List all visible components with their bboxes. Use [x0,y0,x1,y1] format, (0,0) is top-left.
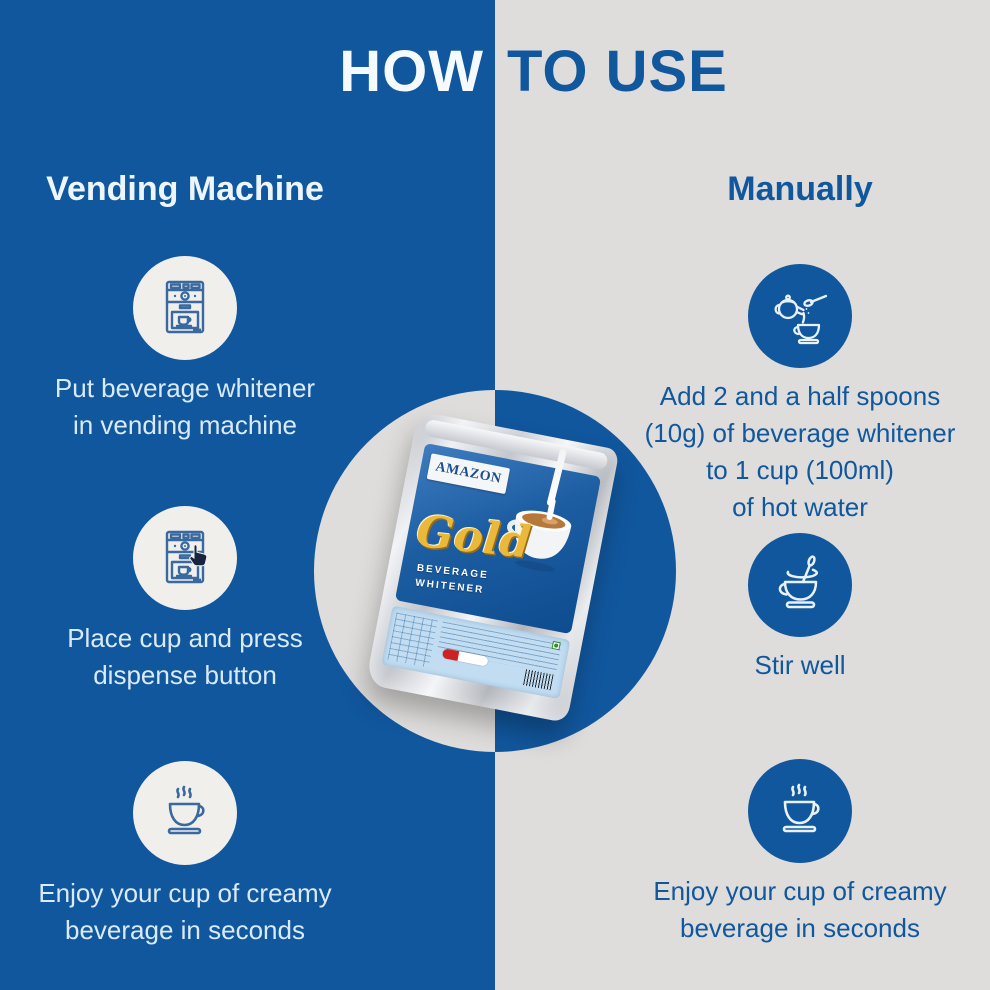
nutrition-table-graphic [387,612,438,668]
product-subtitle: BEVERAGE WHITENER [414,562,490,596]
steaming-cup-icon [748,759,852,863]
stir-cup-icon [748,533,852,637]
page-title: HOW TO USE [0,38,990,105]
veg-mark-icon [551,640,561,651]
step-add-spoons: Add 2 and a half spoons (10g) of beverag… [625,264,975,526]
press-dispense-button-icon [133,506,237,610]
steaming-cup-icon [133,761,237,865]
brand-logo-box: AMAZON [426,453,511,495]
step-press-dispense: Place cup and press dispense button [10,506,360,694]
step-stir-well: Stir well [625,533,975,684]
step-put-whitener: Put beverage whitener in vending machine [10,256,360,444]
step-enjoy-left: Enjoy your cup of creamy beverage in sec… [10,761,360,949]
step-text: Enjoy your cup of creamy beverage in sec… [653,876,947,943]
step-text: Put beverage whitener in vending machine [54,373,316,440]
step-enjoy-right: Enjoy your cup of creamy beverage in sec… [625,759,975,947]
step-text: Add 2 and a half spoons (10g) of beverag… [644,381,956,522]
left-column-heading: Vending Machine [46,170,324,208]
product-pack: AMAZON Gold BEVERAGE WHITENER [365,410,620,724]
step-text: Stir well [754,650,846,680]
title-words-to-use: TO USE [507,39,728,104]
step-text: Place cup and press dispense button [67,623,303,690]
step-text: Enjoy your cup of creamy beverage in sec… [38,878,332,945]
product-name: Gold [413,505,534,569]
product-label: AMAZON Gold BEVERAGE WHITENER [394,442,602,635]
brand-name: AMAZON [434,459,503,487]
tea-cup-photo-graphic [507,498,572,572]
teapot-pour-spoon-icon [748,264,852,368]
vending-machine-icon [133,256,237,360]
right-column-heading: Manually [727,170,873,208]
title-word-how: HOW [339,39,484,104]
